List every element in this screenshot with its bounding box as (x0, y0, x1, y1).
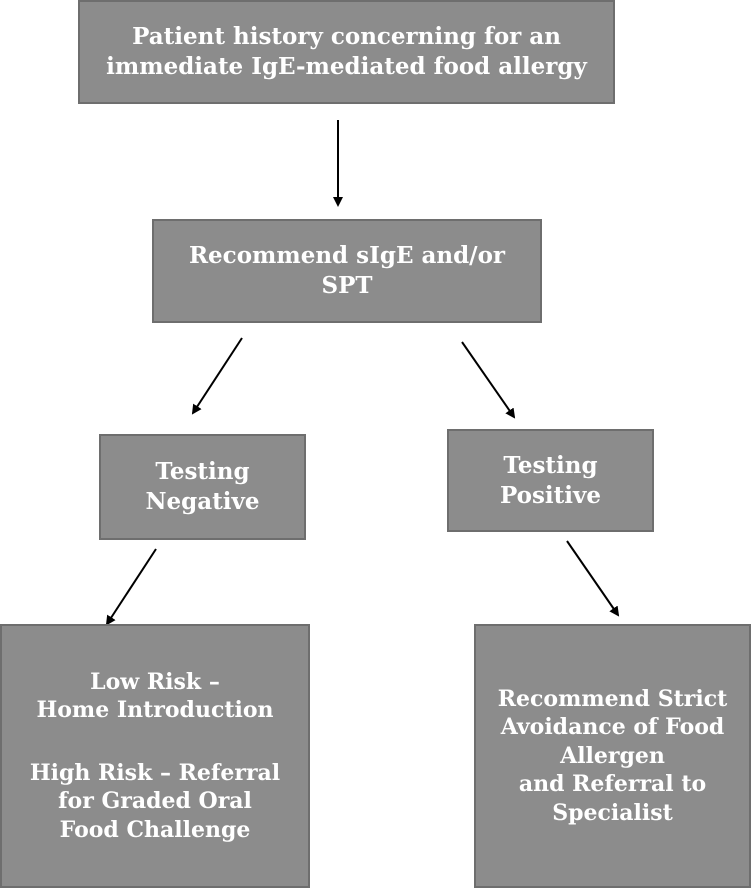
positive-line-1: Testing (503, 451, 598, 479)
strict-avoidance-box: Recommend Strict Avoidance of Food Aller… (474, 624, 751, 888)
low-risk-line-2: Home Introduction (36, 697, 274, 724)
recommend-line-1: Recommend sIgE and/or (188, 242, 506, 270)
testing-positive-box: Testing Positive (447, 429, 654, 532)
high-risk-line-3: Food Challenge (59, 816, 251, 843)
arrow-positive-to-strict (566, 540, 620, 617)
arrow-recommend-to-negative (191, 337, 243, 415)
history-line-1: Patient history concerning for an (132, 23, 561, 51)
strict-line-5: Specialist (552, 799, 673, 826)
strict-line-1: Recommend Strict (497, 685, 728, 712)
risk-outcome-box: Low Risk – Home Introduction High Risk –… (0, 624, 310, 888)
patient-history-box: Patient history concerning for an immedi… (78, 0, 615, 104)
history-line-2: immediate IgE-mediated food allergy (106, 53, 587, 80)
negative-line-1: Testing (155, 458, 250, 486)
recommend-testing-box: Recommend sIgE and/or SPT (152, 219, 542, 323)
arrow-recommend-to-positive (461, 341, 516, 419)
positive-line-2: Positive (499, 481, 602, 509)
high-risk-line-1: High Risk – Referral (29, 759, 281, 786)
recommend-line-2: SPT (321, 272, 373, 299)
arrow-negative-to-lowhigh (105, 548, 157, 626)
low-risk-line-1: Low Risk – (90, 668, 220, 695)
testing-negative-box: Testing Negative (99, 434, 306, 540)
strict-line-3: Allergen (560, 742, 665, 769)
high-risk-line-2: for Graded Oral (58, 788, 252, 815)
strict-line-4: and Referral to (518, 771, 707, 798)
negative-line-2: Negative (145, 488, 260, 515)
strict-line-2: Avoidance of Food (500, 714, 725, 741)
